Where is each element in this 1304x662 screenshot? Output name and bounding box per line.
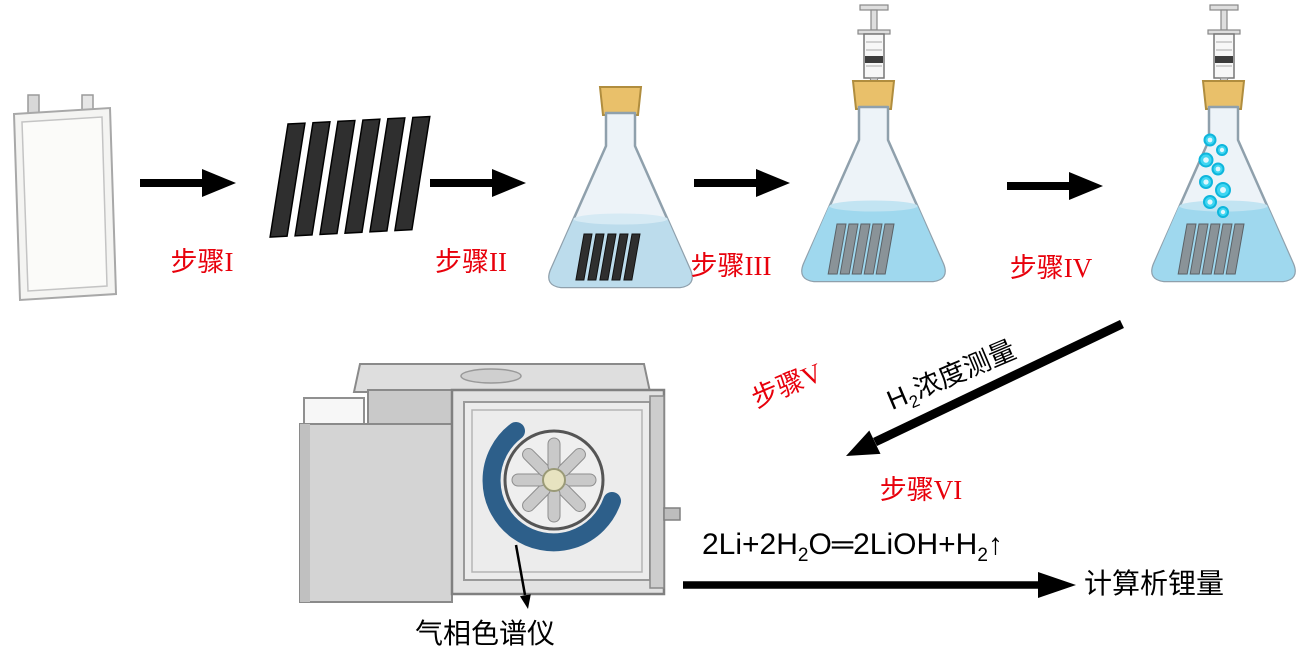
equation-subscript: 2	[797, 545, 809, 566]
chemical-equation: 2Li+2H2O═2LiOH+H2↑	[702, 528, 1003, 567]
submerged-electrode-stack	[575, 233, 641, 281]
gas-chromatograph-label: 气相色谱仪	[415, 619, 556, 650]
gas-chromatograph-illustration	[298, 360, 683, 612]
result-label: 计算析锂量	[1084, 569, 1225, 600]
hydrogen-bubbles	[1198, 133, 1231, 218]
step-4-label: 步骤IV	[1009, 253, 1093, 283]
arrow-result-icon	[680, 568, 1080, 602]
flask-soaking-illustration	[538, 84, 703, 302]
step-6-label: 步骤VI	[879, 475, 963, 505]
step-5-label: 步骤V	[747, 357, 827, 414]
equation-part: 2LiOH+H	[853, 528, 978, 561]
column-swoosh	[482, 422, 621, 552]
pouch-battery-illustration	[8, 92, 120, 304]
arrow-step4-icon	[1005, 168, 1105, 204]
flask-sealed-syringe-illustration	[788, 4, 960, 296]
cabinet-hinge-edge	[649, 395, 665, 589]
arrow-step3-icon	[692, 165, 792, 201]
stopper	[598, 86, 643, 116]
submerged-electrode-stack	[827, 223, 895, 275]
equation-part: O	[808, 528, 832, 561]
arrow-step5-icon	[830, 320, 1130, 470]
electrode-stack-illustration	[256, 112, 432, 250]
instrument-left-module	[299, 423, 453, 603]
left-module-edge	[300, 424, 310, 602]
submerged-electrode-stack	[1177, 223, 1245, 275]
battery-tab-icon	[27, 94, 40, 115]
equation-subscript: 2	[977, 545, 988, 566]
battery-pouch-seal	[21, 116, 108, 292]
syringe-icon	[857, 4, 891, 110]
step-3-label: 步骤III	[690, 251, 772, 281]
instrument-top-box	[303, 397, 365, 425]
step-1-label: 步骤I	[170, 247, 234, 277]
electrode-plates	[269, 115, 431, 238]
equation-equals: ═	[831, 528, 854, 561]
liquid-surface	[1179, 200, 1268, 212]
flask	[801, 80, 946, 283]
gas-up-arrow: ↑	[987, 528, 1003, 561]
arrow-step1-icon	[138, 165, 238, 201]
liquid-surface	[573, 213, 668, 225]
liquid-surface	[829, 200, 918, 212]
equation-part: 2Li+2H	[702, 528, 798, 561]
stopper	[1201, 80, 1246, 110]
flask-bubbles-illustration	[1138, 4, 1304, 296]
flask	[1151, 80, 1296, 283]
fan-hub	[542, 468, 566, 492]
step-2-label: 步骤II	[435, 247, 507, 277]
oven-door-inner-line	[471, 409, 643, 573]
lid-port	[460, 368, 522, 384]
syringe-icon	[1207, 4, 1241, 110]
gc-pointer-arrow-icon	[508, 543, 552, 617]
arrow-step2-icon	[428, 165, 528, 201]
stopper	[851, 80, 896, 110]
side-connector	[663, 507, 681, 521]
